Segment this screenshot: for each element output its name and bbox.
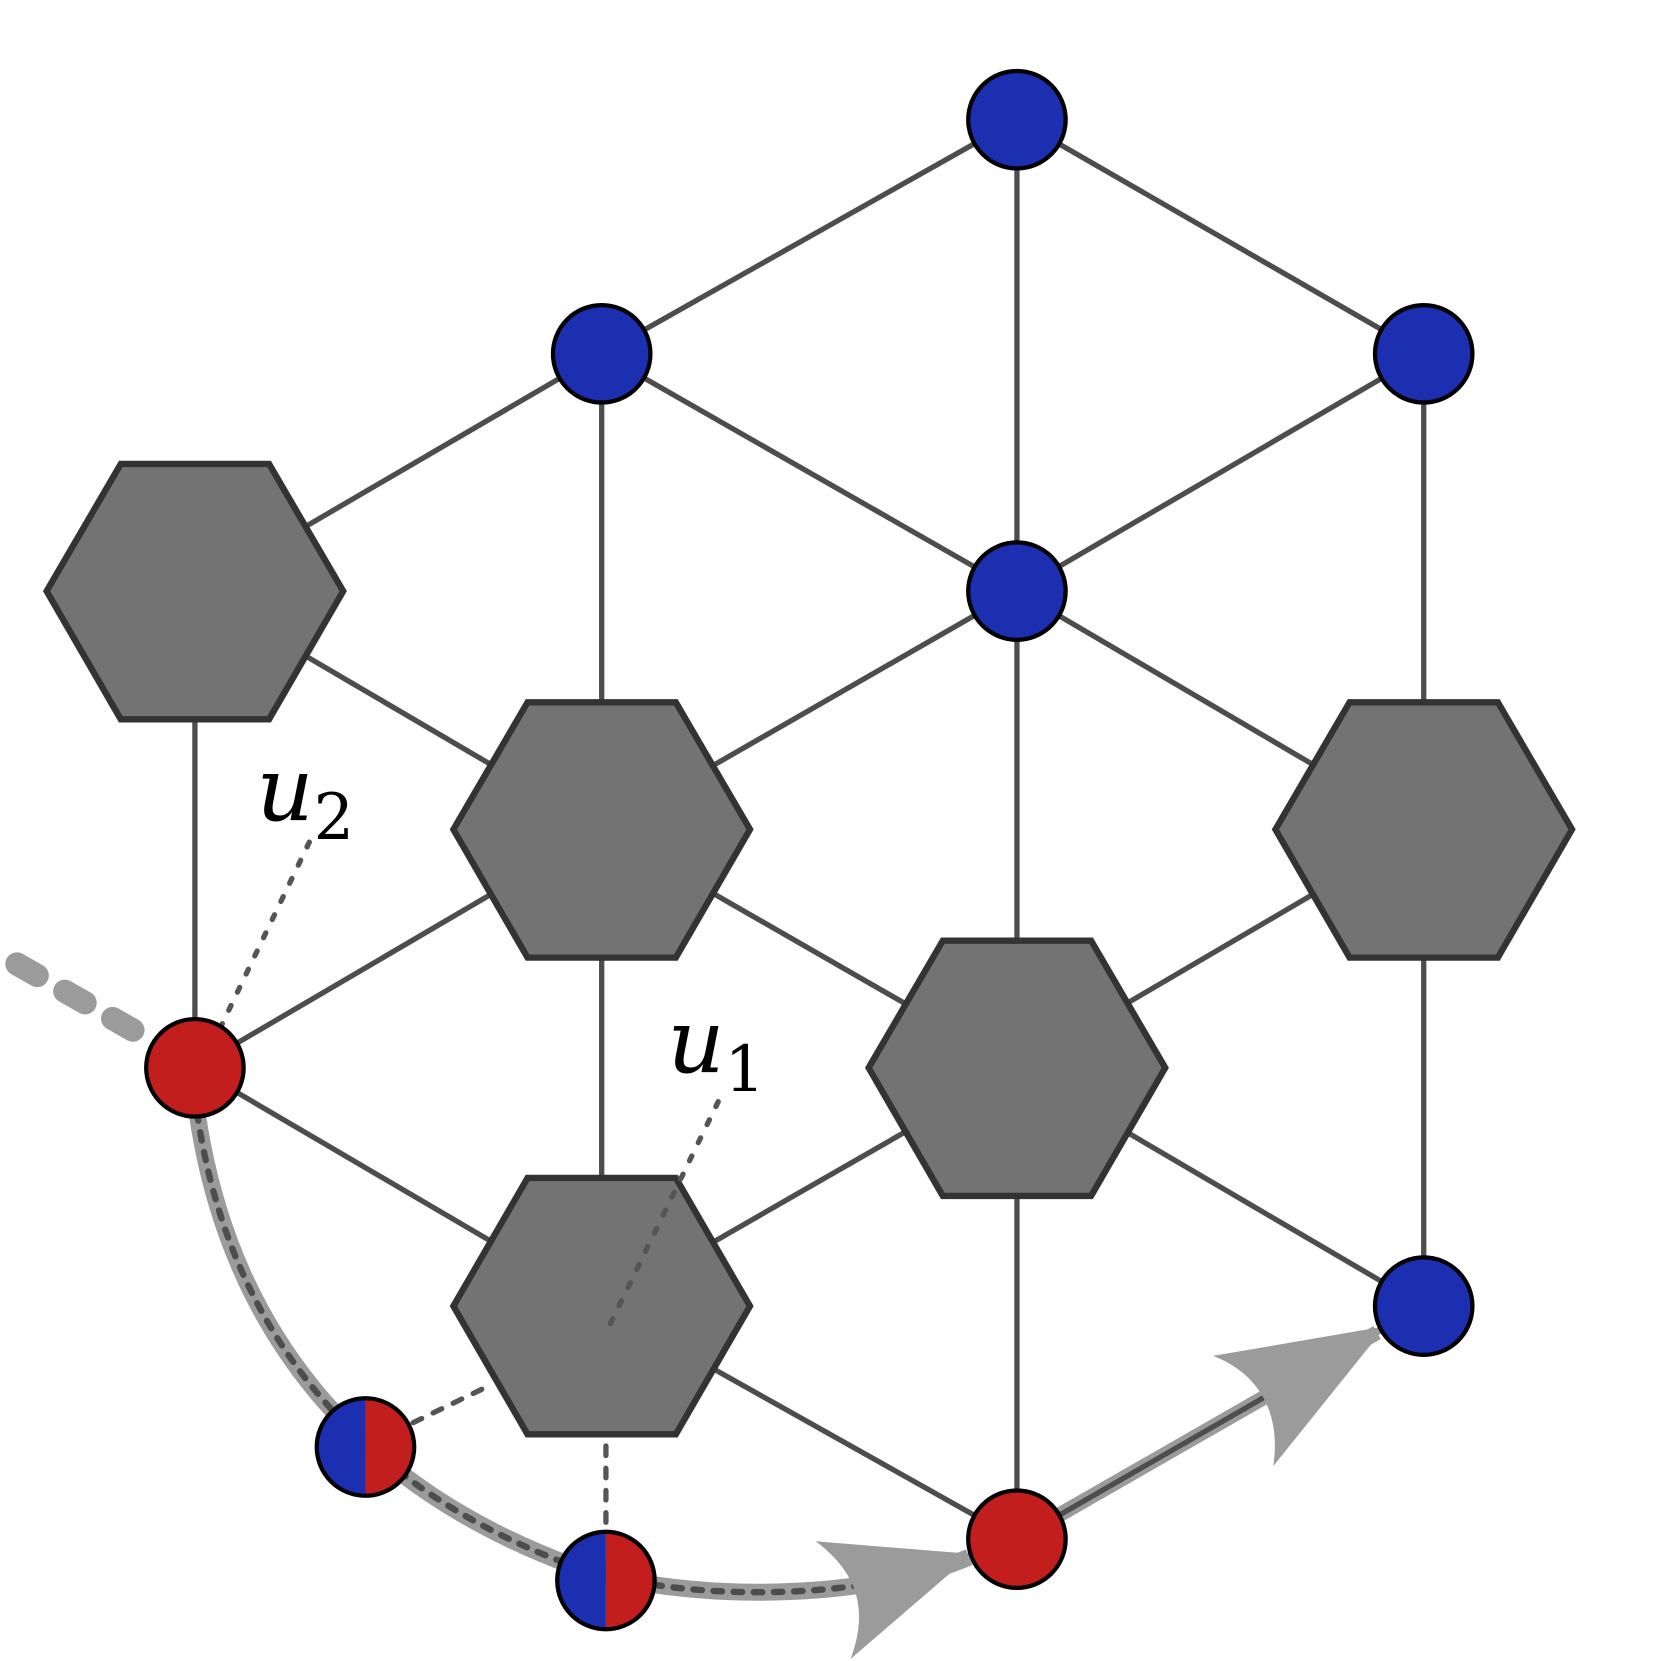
hexagon-center [864,937,1169,1200]
hexagon-lower-left [449,1174,754,1438]
node-red-left [144,1016,246,1119]
path-curve-dotted [193,1109,973,1596]
node-half-bottom-left-2 [555,1529,657,1632]
node-blue-lower-right [1372,1255,1475,1357]
arrowhead-to-lower-right-node [1212,1326,1386,1467]
hexagon-mid-left [449,699,754,961]
node-blue-upper-right [1372,302,1475,405]
node-red-bottom [966,1488,1068,1591]
hexagon-mid-right [1271,699,1576,961]
connector-half1-hexagon [410,1382,493,1426]
u2-pointer-line [196,839,312,1075]
label-u2: u2 [256,737,354,854]
hexagon-upper-left [42,460,347,723]
label-u1: u1 [667,989,765,1106]
hexagons [42,460,1576,1438]
node-blue-upper-left [550,302,653,405]
ghost-dashed-edge [5,952,150,1045]
lattice-edges [192,117,1427,1542]
node-blue-top [966,68,1068,171]
u1-pointer-line [606,1099,721,1329]
nodes [144,68,1475,1632]
node-half-bottom-left-1 [314,1396,417,1498]
arrowhead-to-bottom-node [815,1541,973,1659]
node-blue-center [966,540,1068,642]
